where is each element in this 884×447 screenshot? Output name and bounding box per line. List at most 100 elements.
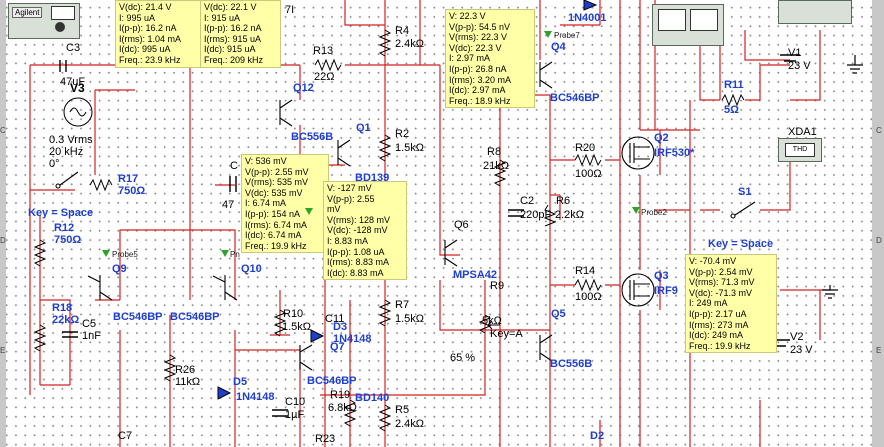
r10-label: R10 <box>283 308 304 320</box>
c-partial-value: 47 <box>222 199 235 211</box>
probe-line: Freq.: 19.9 kHz <box>689 340 751 351</box>
probe-line: I(p-p): 154 nA <box>245 208 301 219</box>
pot-key[interactable]: Key=A <box>490 328 523 340</box>
r13-label: R13 <box>313 45 334 57</box>
r18-value: 22kΩ <box>52 314 80 326</box>
probe-pn-pin[interactable] <box>221 250 229 257</box>
probe-readout-3[interactable]: V: 22.3 V V(p-p): 54.5 nV V(rms): 22.3 V… <box>445 9 535 109</box>
q4-model: BC546BP <box>550 92 600 104</box>
probe-line: Freq.: 23.9 kHz <box>119 54 181 65</box>
c-partial-label: C <box>230 160 238 172</box>
probe-readout-2[interactable]: V(dc): 22.1 V I: 915 uA I(p-p): 16.2 nA … <box>200 0 281 68</box>
probe-line: I(p-p): 2.17 uA <box>689 308 747 319</box>
probe-line: mV <box>327 204 341 215</box>
bd140-model: BD140 <box>355 392 390 404</box>
v2-value: 23 V <box>790 344 813 356</box>
q12-model: BC556B <box>291 131 334 143</box>
r23-label: R23 <box>315 433 336 445</box>
probe-line: I(rms): 915 uA <box>204 33 262 44</box>
r2-value: 1.5kΩ <box>395 142 425 154</box>
r8-value: 21kΩ <box>483 160 509 172</box>
q1-label: Q1 <box>356 122 371 134</box>
q10-model: BC546BP <box>170 311 220 323</box>
probe5-pin[interactable] <box>102 250 110 257</box>
v3-amplitude: 0.3 Vrms <box>49 134 93 146</box>
probe-line: Freq.: 209 kHz <box>204 54 264 65</box>
probe-line: V(dc): 535 mV <box>245 187 303 198</box>
c3-label: C3 <box>66 42 81 54</box>
probe-readout-5[interactable]: V: -127 mV V(p-p): 2.55 mV V(rms): 128 m… <box>323 181 407 281</box>
q4-label: Q4 <box>551 41 566 53</box>
probe-line: V(p-p): 2.54 mV <box>689 266 753 277</box>
probe-line: Freq.: 18.9 kHz <box>449 95 511 106</box>
r11-label: R11 <box>724 79 744 91</box>
probe-readout-6[interactable]: V: -70.4 mV V(p-p): 2.54 mV V(rms): 71.3… <box>685 254 777 354</box>
agilent-display <box>51 6 75 20</box>
probe-line: I(rms): 273 mA <box>689 319 749 330</box>
d5-label: D5 <box>233 376 248 388</box>
r8-label: R8 <box>487 146 502 158</box>
probe-marker-pin[interactable] <box>305 208 313 215</box>
edge-letter: D <box>876 236 882 245</box>
r4-value: 2.4kΩ <box>395 38 425 50</box>
probe-line: V(dc): -71.3 mV <box>689 287 753 298</box>
v3-phase: 0° <box>49 158 60 170</box>
oscilloscope-screen-right <box>690 9 718 31</box>
probe-line: V(dc): -128 mV <box>327 225 388 236</box>
probe-line: V(p-p): 54.5 nV <box>449 21 511 32</box>
probe-line: I: 2.97 mA <box>449 53 491 64</box>
q7-label: Q7 <box>330 341 345 353</box>
agilent-generator[interactable]: Agilent <box>8 3 80 39</box>
q6-label: Q6 <box>454 219 469 231</box>
distortion-analyzer[interactable]: THD <box>778 138 822 162</box>
probe-line: Freq.: 19.9 kHz <box>245 240 307 251</box>
s1-label: S1 <box>738 186 752 198</box>
key-space-left: Key = Space <box>28 207 94 219</box>
probe-line: V(dc): 21.4 V <box>119 2 172 12</box>
d5-model: 1N4148 <box>236 391 275 403</box>
r20-label: R20 <box>575 142 596 154</box>
probe-line: I(p-p): 16.2 nA <box>204 23 262 34</box>
probe-line: I(rms): 6.74 mA <box>245 219 308 230</box>
agilent-knob-icon <box>55 22 65 32</box>
probe-line: I: 249 mA <box>689 298 728 309</box>
r17-value: 750Ω <box>118 185 146 197</box>
edge-letter: E <box>876 346 882 355</box>
left-border <box>0 0 6 447</box>
partial-top-label: 7I <box>285 4 295 16</box>
c2-value: 220pF <box>520 209 552 221</box>
oscilloscope[interactable] <box>652 4 724 46</box>
multimeter[interactable] <box>778 0 852 24</box>
edge-letter: E <box>0 346 6 355</box>
probe-line: V(dc): 22.3 V <box>449 42 502 53</box>
probe-readout-1[interactable]: V(dc): 21.4 V I: 995 uA I(p-p): 16.2 nA … <box>115 0 203 68</box>
probe7-pin[interactable] <box>544 31 552 38</box>
probe-line: I: 8.83 mA <box>327 235 369 246</box>
r13-value: 22Ω <box>314 71 335 83</box>
q5-model: BC556B <box>550 358 593 370</box>
r14-value: 100Ω <box>575 291 602 303</box>
c5-label: C5 <box>82 318 97 330</box>
probe-line: V(p-p): 2.55 mV <box>245 166 309 177</box>
edge-letter: C <box>0 126 6 135</box>
probe2-pin[interactable] <box>632 207 640 214</box>
probe-line: I(p-p): 16.2 nA <box>119 23 177 34</box>
c7-label: C7 <box>118 430 133 442</box>
probe-pn-label: Pn <box>230 250 240 259</box>
edge-letter: D <box>0 236 6 245</box>
probe-line: I(rms): 8.83 mA <box>327 257 390 268</box>
probe-line: V: -70.4 mV <box>689 256 737 266</box>
agilent-label: Agilent <box>12 7 43 18</box>
q2-label: Q2 <box>654 132 669 144</box>
probe-line: V(dc): 22.1 V <box>204 2 257 12</box>
r5-label: R5 <box>395 404 410 416</box>
q10-label: Q10 <box>241 263 262 275</box>
probe-readout-4[interactable]: V: 536 mV V(p-p): 2.55 mV V(rms): 535 mV… <box>241 154 329 254</box>
r26-label: R26 <box>175 364 196 376</box>
v1-label: V1 <box>788 47 802 59</box>
probe-line: V(rms): 22.3 V <box>449 32 508 43</box>
probe-line: I: 6.74 mA <box>245 198 287 209</box>
edge-letter: C <box>876 126 882 135</box>
c3-value: 47uF <box>60 76 86 88</box>
r12-label: R12 <box>54 222 75 234</box>
